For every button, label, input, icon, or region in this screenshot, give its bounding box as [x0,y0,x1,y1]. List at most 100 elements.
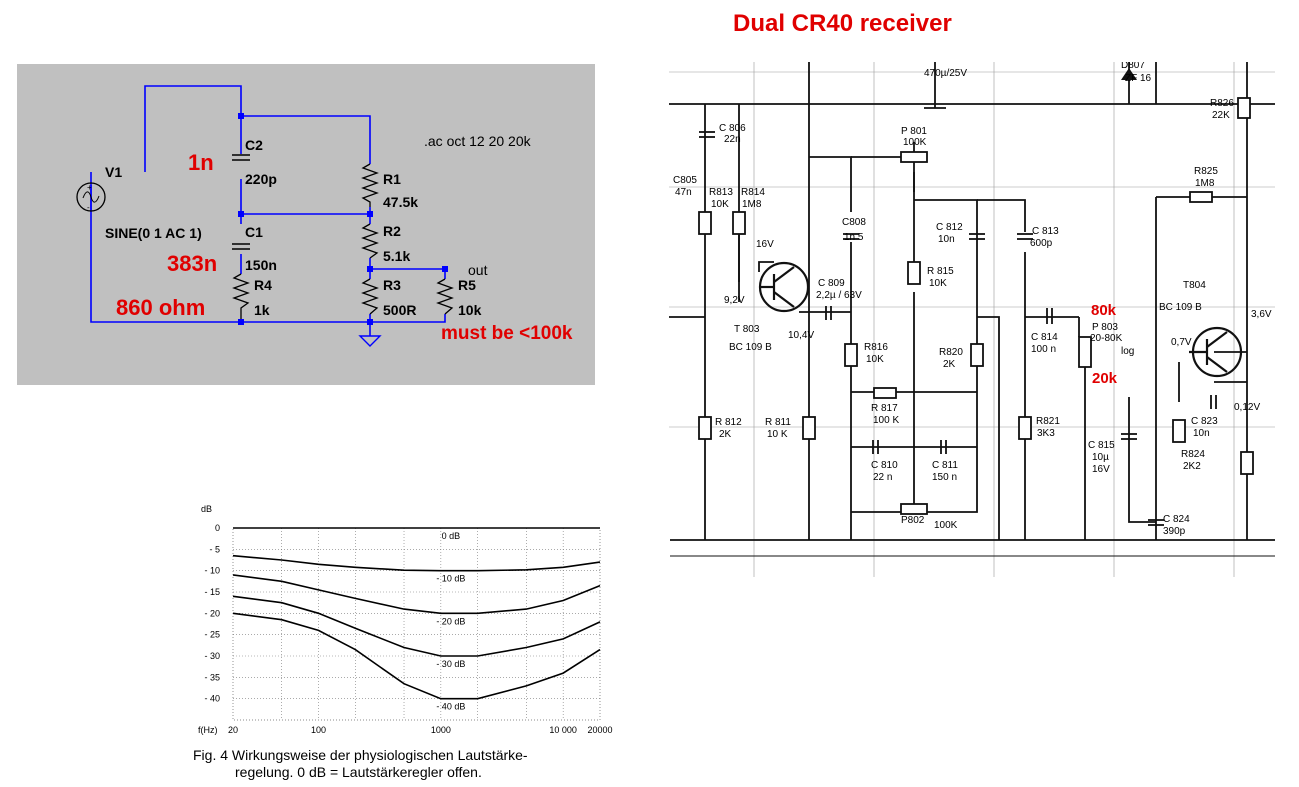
schematic-red-annotations: 80k 20k [1091,302,1118,387]
note-1n: 1n [188,150,214,175]
x-tick-label: 1000 [431,725,451,735]
zener-diode-symbol [1121,68,1137,80]
schematic-label: 1n 5 [844,232,864,243]
schematic-label: C 810 [871,460,898,471]
ground-symbol [358,335,382,347]
y-tick-label: - 40 [204,694,220,704]
schematic-label: R813 [709,187,733,198]
schematic-red-label: 80k [1091,302,1117,319]
schematic-label: R821 [1036,416,1060,427]
schematic-label: BC 109 B [729,342,772,353]
schematic-label: P 803 [1092,322,1118,333]
note-860-ohm: 860 ohm [116,295,205,320]
y-axis-label: dB [201,504,212,514]
schematic-label: P802 [901,515,925,526]
schematic-label: C 813 [1032,226,1059,237]
resistor-boxes [698,97,1254,515]
schematic-label: P 801 [901,126,927,137]
schematic-label: R 817 [871,403,898,414]
schematic-label: C 824 [1163,514,1190,525]
schematic-label: R825 [1194,166,1218,177]
schematic-label: C808 [842,217,866,228]
chart-series: 0 dB- 10 dB- 20 dB- 30 dB- 40 dB [232,527,601,712]
r1-value: 47.5k [383,194,418,210]
r1-label: R1 [383,171,401,187]
schematic-label: 3,6V [1251,309,1272,320]
x-tick-label: 10 000 [549,725,577,735]
series-label: - 40 dB [436,702,465,712]
ltspice-schematic: + - V1 SINE(0 1 AC 1) C2 220 [76,85,573,347]
schematic-label: 16V [1092,464,1110,475]
schematic-label: R 815 [927,266,954,277]
schematic-label: C 823 [1191,416,1218,427]
series-label: - 30 dB [436,659,465,669]
svg-text:-: - [87,203,90,212]
x-tick-label: 20000 [587,725,612,735]
note-383n: 383n [167,251,217,276]
figure-caption-line-1: Fig. 4 Wirkungsweise der physiologischen… [193,747,528,763]
loudness-chart: dB f(Hz) 0- 5- 10- 15- 20- 25- 30- 35- 4… [193,504,613,780]
schematic-red-label: 20k [1092,370,1118,387]
r5-label: R5 [458,277,476,293]
schematic-label: 600p [1030,238,1053,249]
series-line [232,612,601,700]
r5-value: 10k [458,302,482,318]
r4-label: R4 [254,277,272,293]
r2-value: 5.1k [383,248,410,264]
resistor-symbols [232,163,454,322]
schematic-label: 9,2V [724,295,745,306]
schematic-label: C 812 [936,222,963,233]
r2-label: R2 [383,223,401,239]
y-tick-label: - 15 [204,587,220,597]
x-tick-label: 100 [311,725,326,735]
schematic-label: C805 [673,175,697,186]
y-tick-label: - 35 [204,672,220,682]
junction-nodes [238,113,448,325]
schematic-label: 100 K [873,415,899,426]
schematic-label: R 812 [715,417,742,428]
schematic-label: 2,2µ / 63V [816,290,862,301]
schematic-label: 10µ [1092,452,1109,463]
circuit-wires [90,85,446,336]
schematic-label: C 806 [719,123,746,134]
schematic-label: 10K [711,199,729,210]
schematic-label: R824 [1181,449,1205,460]
ltspice-schematic-panel: + - V1 SINE(0 1 AC 1) C2 220 [17,64,595,385]
loudness-response-figure: dB f(Hz) 0- 5- 10- 15- 20- 25- 30- 35- 4… [160,462,670,787]
schematic-label: C 809 [818,278,845,289]
schematic-label: 2K [943,359,956,370]
y-tick-label: - 30 [204,651,220,661]
scan-grid-lines [669,62,1275,577]
out-label: out [468,262,488,278]
ac-directive: .ac oct 12 20 20k [424,133,532,149]
note-must-be-under-100k: must be <100k [441,323,573,344]
series-label: 0 dB [442,531,461,541]
schematic-label: R826 [1210,98,1234,109]
schematic-label: BC 109 B [1159,302,1202,313]
schematic-label: T 803 [734,324,760,335]
figure-caption-line-2: regelung. 0 dB = Lautstärkeregler offen. [235,764,482,780]
schematic-label: 16V [756,239,774,250]
y-tick-label: - 20 [204,608,220,618]
y-tick-label: - 25 [204,630,220,640]
schematic-label: 1M8 [742,199,762,210]
schematic-label: 1M8 [1195,178,1215,189]
y-tick-label: - 10 [204,566,220,576]
schematic-label: 10 K [767,429,788,440]
r4-value: 1k [254,302,270,318]
series-line [232,595,601,657]
c2-label: C2 [245,137,263,153]
schematic-label: 2K [719,429,732,440]
v1-value: SINE(0 1 AC 1) [105,225,202,241]
chart-grid [232,527,601,721]
transistor-symbols [758,261,1243,378]
c1-value: 150n [245,257,277,273]
schematic-label: T804 [1183,280,1206,291]
series-line [232,554,601,572]
series-line [232,574,601,615]
schematic-label: 3K3 [1037,428,1055,439]
schematic-label: 2K2 [1183,461,1201,472]
